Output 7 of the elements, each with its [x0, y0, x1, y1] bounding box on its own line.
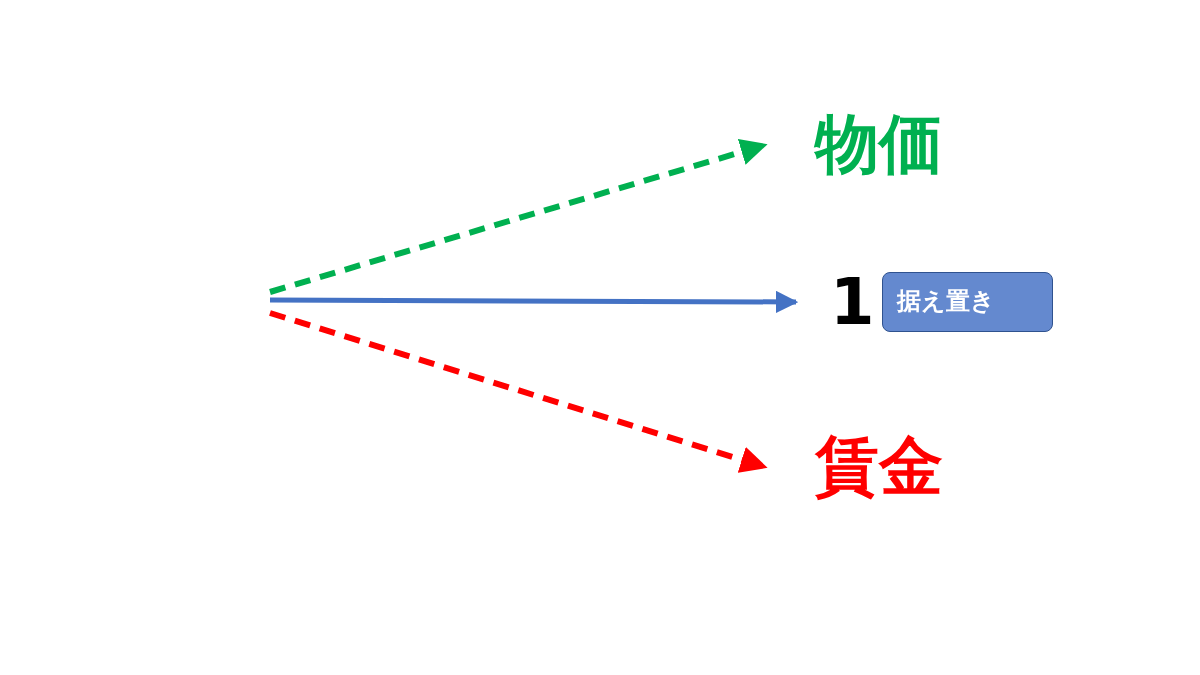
arrow [269, 139, 768, 295]
arrow [269, 310, 768, 473]
arrow [270, 290, 799, 314]
node-label: 賃金 [815, 434, 943, 498]
node-label: 1 [830, 270, 875, 334]
node-label: 物価 [815, 112, 943, 176]
status-badge: 据え置き [882, 272, 1053, 332]
